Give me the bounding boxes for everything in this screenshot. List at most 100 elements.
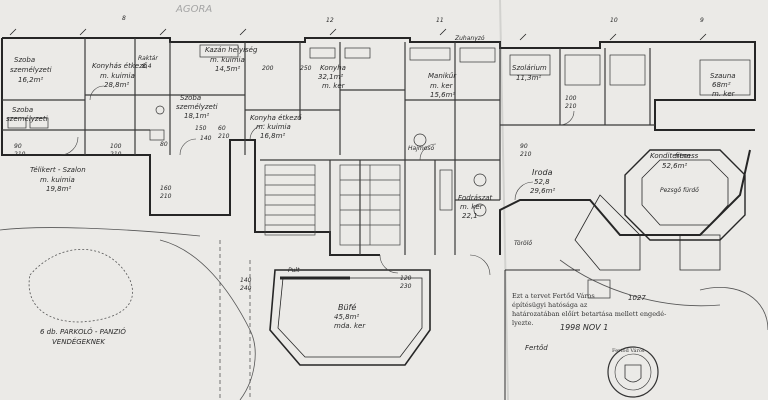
dim-label: 210 [565, 103, 577, 110]
room-bufe-type: mda. ker [334, 322, 366, 330]
fixtures [7, 44, 751, 217]
dim-label: 210 [110, 151, 122, 158]
round-seal-inner [614, 353, 652, 391]
room-konyhas-type: m. kuimia [100, 72, 135, 80]
stair-hatch [264, 164, 401, 246]
dim-label: 150 [195, 125, 207, 132]
room-konyhas-area: 28,8m² [104, 81, 129, 89]
round-seal [607, 346, 659, 398]
dim-label: 80 [160, 141, 168, 148]
room-konyha-etkezo-type: m. kuimia [256, 123, 291, 131]
stamp-line-1: Ezt a tervet Fertőd Város [512, 291, 595, 300]
stamp-line-4: lyezte. [512, 319, 534, 327]
room-szoba-c-type: személyzeti [176, 103, 218, 111]
room-bufe-area: 45,8m² [334, 313, 359, 321]
dim-label: 210 [218, 133, 230, 140]
dim-label: 100 [110, 143, 122, 150]
stamp-line-2: építésügyi hatósága az [512, 301, 588, 309]
dim-label: 230 [400, 283, 412, 290]
room-konyha-type: m. ker [322, 82, 346, 90]
room-bufe-name: Büfé [338, 302, 356, 312]
room-telikert-area: 19,8m² [46, 185, 71, 193]
konditerem-octagon [574, 149, 746, 271]
interior-walls [2, 38, 655, 255]
dim-label: 120 [400, 275, 412, 282]
stamp-place: Fertőd [525, 343, 548, 352]
dim-label: 200 [262, 65, 274, 72]
dimension-ticks [9, 28, 707, 41]
room-raktar-name: Raktár [138, 55, 158, 62]
seal-label: Fertőd Város [612, 347, 645, 354]
door-arcs [59, 85, 575, 276]
room-konyha-area: 32,1m² [318, 73, 343, 81]
room-konyhas-name: Konyhás étkező [92, 61, 148, 70]
room-szoba-nw-type: személyzeti [10, 66, 52, 74]
label-zuhanyzo: Zuhanyzó [454, 35, 485, 42]
dim-label: 140 [200, 135, 212, 142]
seal-crest-icon [624, 364, 642, 383]
room-iroda-area: 29,6m² [530, 187, 555, 195]
room-konditerem-name: Konditerem [650, 152, 691, 160]
room-szolarium-area: 11,3m² [516, 74, 541, 82]
label-torolo: Törölő [514, 240, 532, 247]
label-hajmoso: Hajmosó [408, 145, 434, 152]
stamp-ref: 1027 [628, 294, 646, 302]
dim-label: 210 [520, 151, 532, 158]
dim-label: 8 [122, 15, 126, 22]
dim-label: 140 [240, 277, 252, 284]
room-konyha-etkezo-name: Konyha étkező [250, 113, 302, 122]
room-pezsgo-name: Pezsgő fürdő [660, 187, 699, 194]
dim-label: 160 [160, 185, 172, 192]
room-szauna-type: m. ker [712, 90, 736, 98]
dim-label: 210 [160, 193, 172, 200]
room-fodraszat-area: 22,1 [462, 212, 478, 220]
room-iroda-perim: 52,8 [534, 178, 550, 186]
room-szauna-name: Szauna [710, 72, 736, 80]
room-szoba-nw-area: 16,2m² [18, 76, 43, 84]
dim-label: 250 [300, 65, 312, 72]
room-fodraszat-name: Fodrászat [458, 194, 493, 202]
parking-label-line2: VENDÉGEKNEK [52, 337, 106, 346]
room-kazan-type: m. kuimia [210, 56, 245, 64]
room-konyha-etkezo-area: 16,8m² [260, 132, 285, 140]
room-szoba-w2-name: Szoba [12, 106, 33, 114]
room-manikur-name: Manikűr [428, 71, 457, 80]
room-iroda-name: Iroda [532, 168, 553, 177]
room-manikur-area: 15,6m² [430, 91, 455, 99]
dim-label: 12 [326, 17, 334, 24]
room-szoba-c-area: 18,1m² [184, 112, 209, 120]
dim-label: 210 [14, 151, 26, 158]
room-szoba-c-name: Szoba [180, 94, 201, 102]
room-szoba-nw-name: Szoba [14, 56, 35, 64]
dimension-labels: 90 210 100 210 80 150 60 210 140 240 120… [14, 15, 704, 292]
room-konditerem-type: fitness [675, 152, 699, 160]
room-kazan-name: Kazán helyiség [205, 46, 258, 54]
dim-label: 10 [610, 17, 618, 24]
dim-label: 60 [218, 125, 226, 132]
dim-label: 240 [240, 285, 252, 292]
dim-label: 90 [14, 143, 22, 150]
room-konditerem-area: 52,6m² [662, 162, 687, 170]
room-szolarium-name: Szolárium [512, 64, 547, 72]
room-fodraszat-type: m. ker [460, 203, 484, 211]
dim-label: 100 [565, 95, 577, 102]
room-szoba-w2-type: személyzeti [6, 115, 48, 123]
dim-label: 11 [436, 17, 444, 24]
header-note: AGORA [175, 4, 212, 15]
room-szauna-area: 68m² [712, 81, 731, 89]
approval-stamp: Ezt a tervet Fertőd Város építésügyi hat… [512, 279, 666, 398]
room-telikert-name: Télikert - Szalon [30, 166, 86, 174]
stamp-box [587, 279, 611, 299]
parking-label-line1: 6 db. PARKOLÓ - PANZIÓ [40, 327, 126, 336]
site-boundary [504, 269, 580, 400]
dim-label: 9 [700, 17, 704, 24]
room-telikert-type: m. kuimia [40, 176, 75, 184]
label-pult: Pult [288, 267, 300, 274]
room-kazan-area: 14,5m² [215, 65, 240, 73]
stamp-line-3: határozatában előírt betartása mellett e… [512, 309, 666, 318]
room-raktar-area: 8,4 [142, 63, 152, 70]
stamp-date: 1998 NOV 1 [560, 323, 608, 332]
